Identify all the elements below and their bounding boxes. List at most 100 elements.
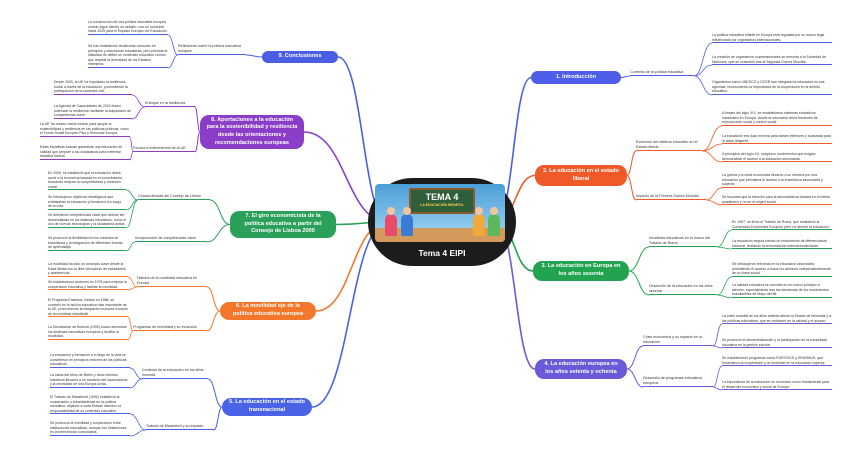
subtopic-label: Incorporación de competencias clave (135, 236, 196, 240)
subtopic-connector (626, 150, 637, 176)
branch-transnacional[interactable]: 5. La educación en el estado transnacion… (222, 398, 312, 416)
subtopic-label: Reflexiones sobre la política educativa … (178, 44, 241, 53)
leaf-note: La UE ha creado varios fondos para apoya… (40, 122, 130, 137)
leaf-note: Se establecieron programas como EURYDICE… (722, 356, 832, 367)
subtopic-consecuencias[interactable]: Consecuencias del Consejo de Lisboa (138, 194, 210, 200)
branch-movilidad[interactable]: 6. La movilidad eje de la política educa… (220, 302, 316, 320)
branch-anos-sesenta[interactable]: 3. La educación en Europa en los años se… (533, 261, 629, 281)
branch-label: 2. La educación en el estado liberal (543, 167, 619, 182)
leaf-connector (129, 151, 134, 161)
subtopic-label: Evolución del sistema educativo en el Es… (636, 140, 698, 149)
subtopic-connector (207, 378, 223, 408)
subtopic-connector (245, 54, 263, 58)
leaf-note: A finales del siglo XIX, se estableciero… (722, 111, 832, 126)
branch-setenta-ochenta[interactable]: 4. La educación europea en los años sete… (535, 359, 627, 379)
subtopic-connector (628, 270, 650, 296)
leaf-note: El Programa Erasmus, creado en 1986, se … (48, 298, 128, 318)
leaf-connector (129, 413, 147, 431)
branch-aportaciones[interactable]: 8. Aportaciones a la educación para la s… (200, 115, 304, 149)
branch-label: 5. La educación en el estado transnacion… (229, 399, 305, 413)
topic-illustration: TEMA 4 LA EDUCACIÓN INFANTIL (375, 184, 505, 242)
child-figure (401, 207, 413, 236)
leaf-connector (129, 367, 143, 380)
leaf-note: A principios del siglo XX, surgieron mov… (722, 152, 832, 163)
leaf-connector (712, 386, 723, 391)
subtopic-programas[interactable]: Desarrollo de programas educativos europ… (643, 376, 713, 387)
branch-label: 6. La movilidad eje de la política educa… (232, 303, 304, 317)
leaf-connector (129, 136, 134, 153)
subtopic-fondos[interactable]: Fondos e instrumentos de la UE (133, 146, 195, 152)
leaf-note: La crisis mundial de los años setenta af… (722, 314, 832, 325)
leaf-connector (127, 276, 138, 288)
subtopic-programas-movilidad[interactable]: Programas de movilidad y su evolución (133, 325, 207, 331)
subtopic-primera-guerra[interactable]: Impacto de la Primera Guerra Mundial (636, 194, 706, 200)
leaf-connector (701, 150, 723, 163)
leaf-connector (701, 143, 723, 152)
leaf-note: Se introdujeron reformas en la educación… (732, 262, 832, 277)
subtopic-maastricht[interactable]: Tratado de Maastricht y su impacto (146, 424, 214, 430)
central-topic[interactable]: TEMA 4 LA EDUCACIÓN INFANTIL Tema 4 EIPI (368, 178, 516, 266)
leaf-connector (716, 246, 733, 250)
leaf-note: La política educativa infantil en Europa… (712, 33, 832, 44)
subtopic-label: Fondos e instrumentos de la UE (133, 146, 186, 150)
leaf-note: Se promovió la flexibilidad en los métod… (48, 236, 126, 251)
subtopic-connector (626, 368, 644, 388)
subtopic-label: Impacto de la Primera Guerra Mundial (636, 194, 699, 198)
leaf-connector (712, 345, 723, 349)
subtopic-tratado-roma[interactable]: Iniciativas educativas en el marco del T… (649, 236, 717, 247)
leaf-connector (167, 34, 179, 56)
branch-label: 9. Conclusiones (278, 53, 322, 60)
branch-conclusiones[interactable]: 9. Conclusiones (262, 51, 338, 63)
subtopic-connector (194, 106, 201, 133)
branch-introduccion[interactable]: 1. Introducción (531, 71, 621, 84)
leaf-note: La educación y formación a lo largo de l… (50, 353, 130, 368)
illustration-title: TEMA 4 (425, 192, 459, 202)
subtopic-connector (206, 310, 221, 332)
subtopic-label: Contexto de la educación en los años nov… (142, 368, 204, 377)
branch-label: 3. La educación en Europa en los años se… (541, 263, 621, 277)
leaf-note: La construcción de una política educativ… (88, 20, 168, 35)
leaf-note: Se introdujeron objetivos estratégicos q… (48, 195, 126, 210)
leaf-connector (705, 199, 723, 206)
leaf-note: Se promovió la movilidad y cooperación e… (50, 421, 130, 436)
subtopic-evolucion[interactable]: Evolución del sistema educativo en el Es… (636, 140, 702, 151)
leaf-note: Se buscaba que la elección para la secun… (722, 195, 832, 206)
subtopic-resiliencia[interactable]: Enfoque en la resiliencia (145, 101, 195, 107)
subtopic-desarrollo-sesenta[interactable]: Desarrollo de la educación en los años s… (649, 284, 717, 295)
subtopic-connector (206, 224, 231, 243)
subtopic-historia-movilidad[interactable]: Historia de la movilidad educativa en Eu… (137, 276, 207, 287)
subtopic-connector (626, 345, 644, 370)
branch-estado-liberal[interactable]: 2. La educación en el estado liberal (535, 165, 627, 186)
leaf-connector (712, 323, 723, 347)
subtopic-crisis[interactable]: Crisis económica y su impacto en la educ… (643, 335, 713, 346)
leaf-note: La Agenda de Capacidades de 2016 buscó p… (54, 104, 132, 119)
leaf-note: Se promovió la descentralización y la pa… (722, 338, 832, 349)
branch-label: 4. La educación europea en los años sete… (544, 361, 618, 375)
leaf-connector (693, 64, 713, 77)
leaf-connector (125, 189, 139, 201)
subtopic-reflexiones[interactable]: Reflexiones sobre la política educativa … (178, 44, 246, 55)
leaf-connector (127, 316, 134, 332)
leaf-connector (716, 276, 733, 296)
subtopic-label: Consecuencias del Consejo de Lisboa (138, 194, 201, 198)
subtopic-competencias[interactable]: Incorporación de competencias clave (135, 236, 207, 242)
subtopic-contexto[interactable]: Contexto de la política educativa (630, 70, 694, 76)
subtopic-noventa[interactable]: Contexto de la educación en los años nov… (142, 368, 208, 379)
subtopic-label: Desarrollo de programas educativos europ… (643, 376, 703, 385)
leaf-note: La calidad educativa se convirtió en un … (732, 283, 832, 298)
branch-label: 1. Introducción (555, 73, 597, 80)
subtopic-connector (194, 131, 201, 153)
leaf-connector (693, 75, 713, 96)
leaf-connector (701, 125, 723, 152)
subtopic-connector (206, 286, 221, 312)
leaf-note: Desde 2009, la UE ha impulsado la resili… (54, 80, 132, 95)
leaf-note: La guerra y la crisis económica llevaron… (722, 173, 832, 188)
leaf-note: Se establecieron acciones en 1976 para m… (48, 280, 128, 291)
leaf-note: La creación de organismos supranacionale… (712, 55, 832, 66)
leaf-note: La movilidad ha sido un concepto clave d… (48, 262, 128, 277)
leaf-connector (716, 294, 733, 299)
child-figure (488, 207, 500, 236)
branch-label: 7. El giro economicista de la política e… (244, 213, 322, 235)
branch-lisboa[interactable]: 7. El giro economicista de la política e… (230, 211, 336, 238)
subtopic-connector (209, 199, 231, 225)
